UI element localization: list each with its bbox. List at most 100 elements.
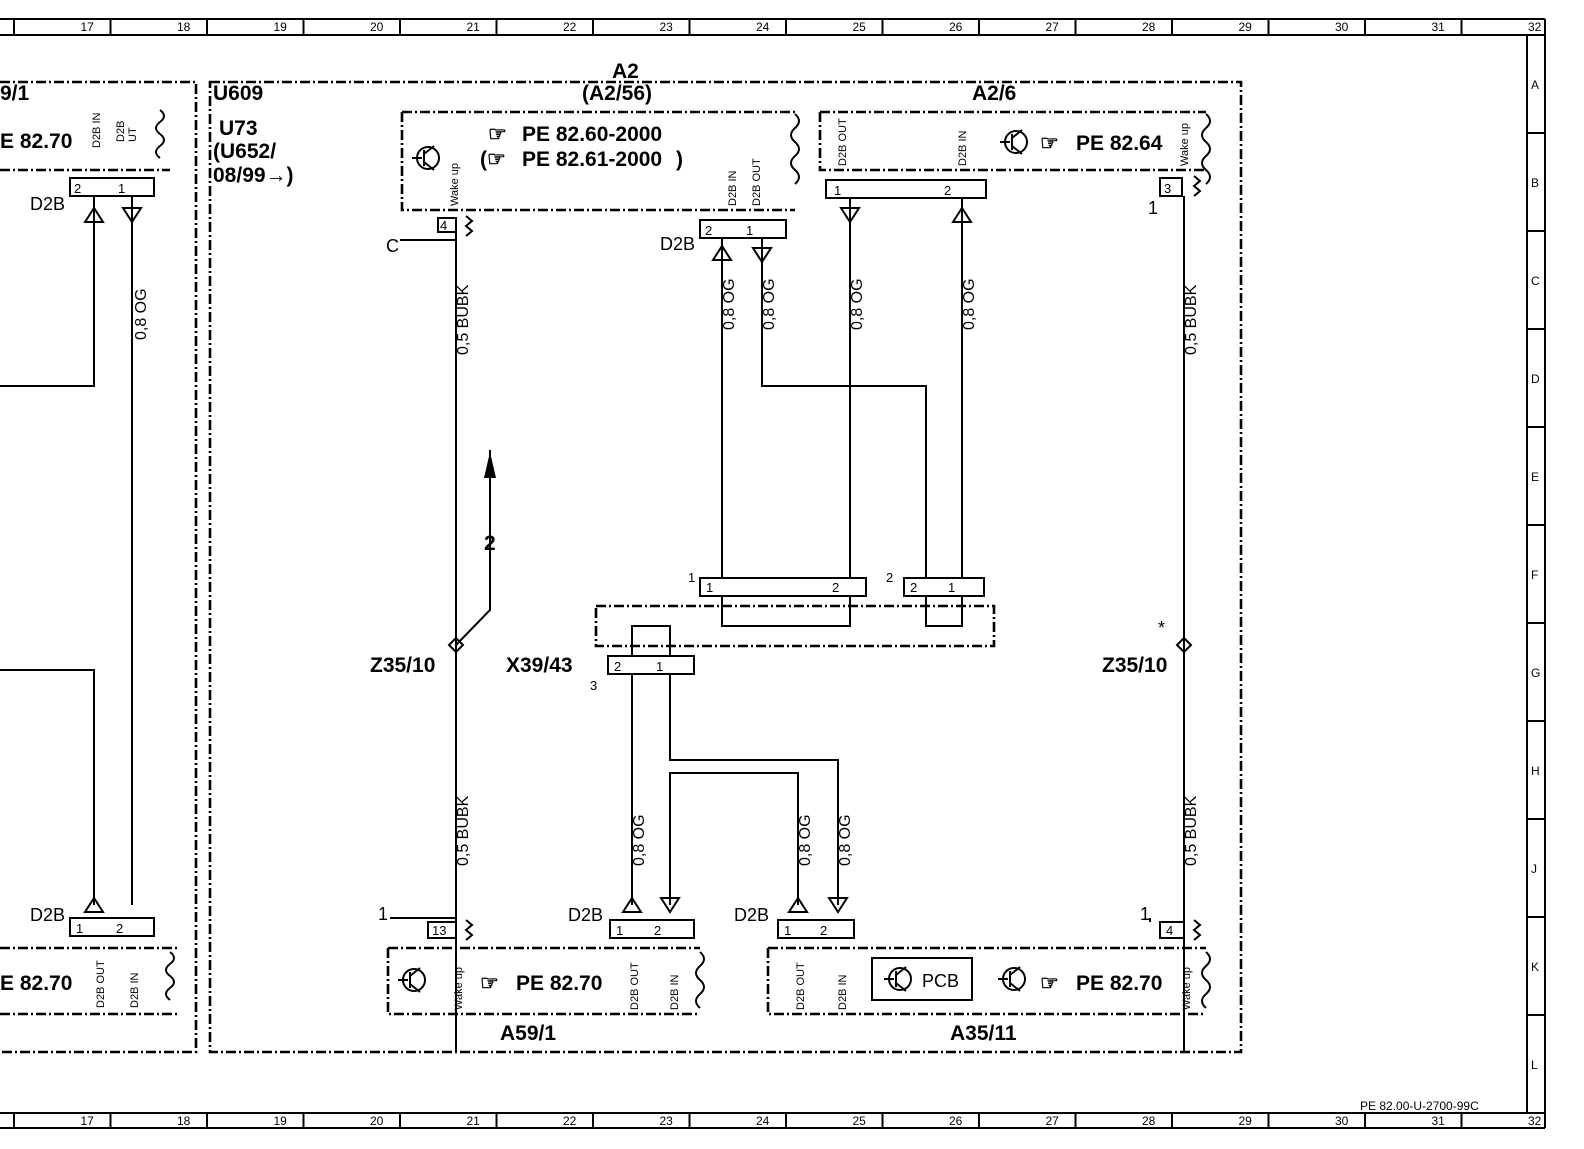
a591-pin-2: 2 bbox=[654, 923, 661, 938]
grid-column-label: 17 bbox=[81, 20, 95, 34]
a26-transistor-icon bbox=[1000, 129, 1028, 155]
left-top-wavy-edge bbox=[155, 109, 165, 159]
grid-row-label: G bbox=[1531, 666, 1540, 680]
grid-column-label: 28 bbox=[1142, 20, 1156, 34]
a2-ref-icon-2: (☞ bbox=[480, 148, 506, 171]
grid-column-label: 27 bbox=[1046, 1114, 1060, 1128]
a591-ref: PE 82.70 bbox=[516, 972, 602, 995]
splice-left-diamond-icon bbox=[447, 636, 465, 654]
a591-box bbox=[386, 946, 700, 1016]
wire-a26-in-label: 0,8 OG bbox=[961, 278, 978, 330]
left-fragment: 9/1 E 82.70 D2B IN D2B UT 2 1 D2B 0,8 OG… bbox=[0, 80, 198, 1054]
a591-pin-number: 1 bbox=[378, 904, 388, 924]
a2-title: A2 bbox=[612, 60, 639, 83]
x39-loop-1 bbox=[721, 596, 851, 627]
a3511-wake-connector bbox=[1159, 921, 1185, 939]
a2-wake-pin: 4 bbox=[440, 218, 447, 233]
x39-conn-3-number: 3 bbox=[590, 678, 597, 693]
pcb-box bbox=[871, 957, 973, 1001]
left-arrow-up bbox=[83, 206, 105, 223]
grid-column-label: 25 bbox=[853, 20, 867, 34]
left-top-d2b-label: D2B bbox=[30, 194, 65, 214]
u609-label: U609 bbox=[213, 82, 263, 105]
a2-subtitle: (A2/56) bbox=[582, 82, 652, 105]
left-arrow-down bbox=[121, 207, 143, 224]
x39-loop-3 bbox=[631, 625, 671, 656]
x39-loop-2 bbox=[925, 596, 963, 627]
left-bottom-wavy-edge bbox=[165, 951, 175, 1001]
a26-title: A2/6 bbox=[972, 82, 1016, 105]
a3511-d2b-in: D2B IN bbox=[837, 974, 849, 1010]
a3511-title: A35/11 bbox=[950, 1022, 1017, 1045]
wire-a35-in-label: 0,8 OG bbox=[837, 814, 854, 866]
a2-ref-icon-1: ☞ bbox=[488, 123, 507, 146]
a3511-d2b-label: D2B bbox=[734, 905, 769, 925]
x39-conn-1-pin-2: 2 bbox=[832, 580, 839, 595]
main-module-boundary bbox=[208, 80, 1243, 1054]
a591-d2b-connector bbox=[609, 919, 695, 939]
left-wire-og-label: 0,8 OG bbox=[133, 288, 150, 340]
a26-wake-up: Wake up bbox=[1179, 123, 1191, 166]
grid-row-label: B bbox=[1531, 176, 1539, 190]
wire-a2-in-label: 0,8 OG bbox=[721, 278, 738, 330]
grid-column-label: 23 bbox=[660, 20, 674, 34]
left-top-d2b-in: D2B IN bbox=[91, 112, 103, 148]
grid-row-label: F bbox=[1531, 568, 1538, 582]
a26-d2b-out: D2B OUT bbox=[837, 118, 849, 166]
wire-a35-to-a59 bbox=[669, 772, 799, 905]
a59-in-arrow bbox=[659, 897, 681, 914]
grid-column-label: 29 bbox=[1239, 20, 1253, 34]
left-top-ref: E 82.70 bbox=[0, 130, 72, 153]
a2-wavy-edge bbox=[790, 113, 800, 185]
top-wires: 0,8 OG 0,8 OG 0,8 OG 0,8 OG 0,5 BUBK 0,5… bbox=[455, 196, 1200, 1052]
left-top-pin-2: 2 bbox=[74, 181, 81, 196]
x39-conn-3 bbox=[607, 655, 695, 675]
grid-column-label: 26 bbox=[949, 1114, 963, 1128]
a3511-wavy-edge bbox=[1201, 951, 1211, 1009]
wire-wake-right-top-label: 0,5 BUBK bbox=[1183, 284, 1200, 355]
grid-row-label: E bbox=[1531, 470, 1539, 484]
grid-column-label: 30 bbox=[1335, 20, 1349, 34]
z35-left-label: Z35/10 bbox=[370, 654, 435, 677]
a3511-box bbox=[766, 946, 1206, 1016]
a2-ref-2-close: ) bbox=[676, 148, 683, 171]
grid-row-label: A bbox=[1531, 78, 1539, 92]
left-bottom-d2b-label: D2B bbox=[30, 905, 65, 925]
continuation-number: 2 bbox=[484, 532, 496, 555]
a3511-d2b-out: D2B OUT bbox=[795, 962, 807, 1010]
x39-boundary bbox=[594, 604, 996, 648]
a26-wake-pin: 3 bbox=[1164, 181, 1171, 196]
grid-column-label: 19 bbox=[274, 1114, 288, 1128]
grid-row-label: L bbox=[1531, 1058, 1538, 1072]
a2-d2b-in: D2B IN bbox=[727, 170, 739, 206]
x39-conn-1 bbox=[699, 577, 867, 597]
left-wire-in bbox=[0, 196, 95, 387]
a3511-ref-icon: ☞ bbox=[1040, 972, 1059, 995]
sheet-frame bbox=[0, 18, 1546, 1129]
grid-row-label: J bbox=[1531, 862, 1537, 876]
grid-column-label: 17 bbox=[81, 1114, 95, 1128]
wire-a35-out-label: 0,8 OG bbox=[797, 814, 814, 866]
grid-row-label: D bbox=[1531, 372, 1540, 386]
a2-d2b-label: D2B bbox=[660, 234, 695, 254]
a2-in-arrow bbox=[711, 244, 733, 261]
grid-column-label: 31 bbox=[1432, 1114, 1446, 1128]
left-bottom-ref: E 82.70 bbox=[0, 972, 72, 995]
grid-column-label: 25 bbox=[853, 1114, 867, 1128]
left-top-fragment-label: 9/1 bbox=[0, 82, 30, 105]
a26-pin-1: 1 bbox=[834, 183, 841, 198]
grid-row-dividers bbox=[1527, 132, 1545, 1016]
a26-wake-connector bbox=[1159, 177, 1183, 197]
a2-out-arrow bbox=[751, 247, 773, 264]
x39-conn-1-number: 1 bbox=[688, 570, 695, 585]
grid-column-label: 29 bbox=[1239, 1114, 1253, 1128]
a591-wake-pin: 13 bbox=[432, 923, 446, 938]
a3511-wake-pin: 4 bbox=[1166, 923, 1173, 938]
a26-in-arrow bbox=[951, 206, 973, 223]
a26-d2b-in: D2B IN bbox=[957, 130, 969, 166]
date-label: 08/99→) bbox=[213, 164, 294, 187]
pcb-transistor-icon bbox=[884, 966, 912, 992]
